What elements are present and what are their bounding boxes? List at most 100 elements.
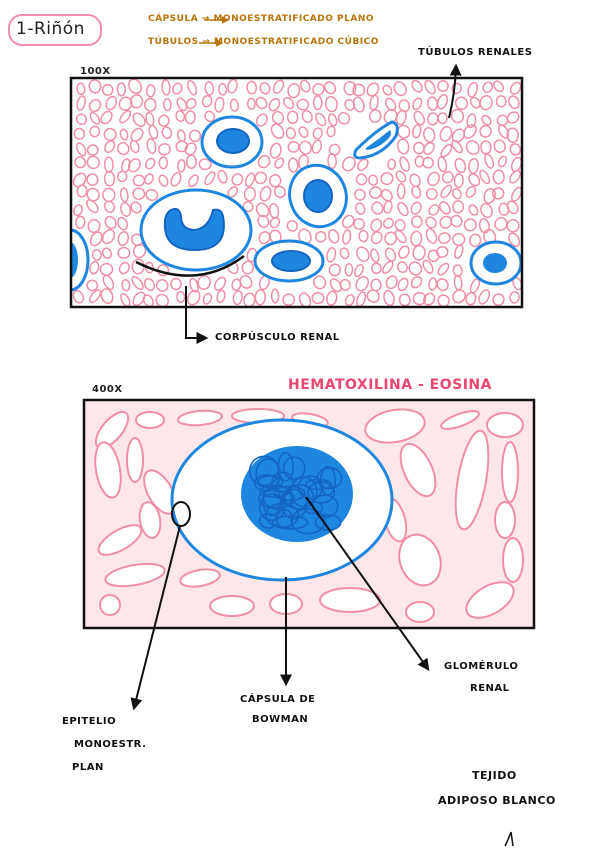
tubule: [408, 261, 423, 276]
tubule: [370, 218, 383, 232]
tubule: [341, 156, 356, 172]
tubule: [298, 126, 309, 139]
panel2-magnification: 400X: [92, 384, 123, 395]
tubule: [371, 201, 384, 215]
tubule: [158, 114, 170, 127]
tubule: [129, 140, 140, 154]
tubule: [86, 199, 99, 214]
tubules-label: TÚBULOS RENALES: [418, 47, 533, 58]
tubule: [311, 139, 323, 154]
tubule: [75, 142, 87, 157]
tubule: [385, 275, 398, 290]
tubule: [129, 94, 144, 109]
tubule: [451, 82, 463, 95]
tubule: [397, 138, 410, 155]
tubule: [198, 158, 212, 171]
tubule: [327, 229, 340, 244]
glomerulus-capillary-loop: [283, 483, 315, 510]
tubule: [382, 260, 394, 274]
tubule: [399, 156, 410, 173]
panel1-magnification: 100X: [80, 66, 111, 77]
tubule: [506, 111, 520, 124]
tubule: [437, 112, 448, 125]
tubule: [440, 410, 480, 430]
tubule: [94, 441, 122, 499]
tubule: [88, 79, 102, 94]
tubule: [312, 83, 325, 96]
tubule: [341, 214, 355, 229]
tubule: [422, 156, 435, 169]
tubule: [255, 202, 270, 218]
tubule: [424, 79, 436, 95]
tubule: [383, 108, 398, 124]
tubule: [465, 185, 477, 198]
tubule: [229, 98, 240, 112]
glomerulus-label-1: GLOMÉRULO: [444, 661, 519, 672]
tubule: [482, 81, 494, 94]
tubule: [454, 157, 467, 174]
tubule: [76, 184, 88, 198]
tubule: [436, 93, 449, 110]
tubule: [439, 201, 451, 215]
tubule: [323, 81, 337, 95]
tubule: [97, 524, 143, 556]
tubule: [214, 96, 225, 113]
tubule: [315, 112, 327, 127]
tubule: [157, 143, 171, 156]
tubule: [270, 123, 285, 139]
tubule: [383, 289, 395, 307]
tubule: [509, 143, 522, 156]
tubule: [412, 291, 427, 306]
tubule: [145, 111, 155, 127]
tubule: [405, 601, 435, 623]
next-title-1: TEJIDO: [472, 769, 517, 782]
tubule: [506, 200, 519, 215]
tubule: [436, 278, 449, 292]
tubule: [326, 247, 337, 263]
glomerulus-capillary-loop: [290, 508, 326, 535]
tubule: [155, 293, 169, 307]
tubule: [75, 215, 86, 230]
corpuscle-right-edge: [469, 240, 522, 286]
tubule: [104, 215, 117, 230]
glomerulus-capillary-loop: [319, 465, 337, 496]
tubule: [339, 247, 350, 260]
tubule: [116, 170, 128, 183]
tubule: [423, 127, 436, 143]
tubule: [397, 124, 411, 139]
capsule-label-1: CÁPSULA DE: [240, 694, 316, 705]
tubule: [481, 114, 492, 126]
tubule: [480, 140, 492, 155]
panel2-frame: [82, 398, 536, 630]
tubule: [274, 157, 285, 169]
tubule: [438, 232, 451, 245]
tubule: [216, 289, 226, 304]
tubule: [138, 501, 162, 539]
tubule: [120, 202, 132, 217]
tubule: [268, 98, 281, 112]
corpuscle-large: [139, 188, 253, 272]
tubule: [301, 109, 313, 124]
tubule: [243, 186, 257, 202]
tubule: [427, 171, 441, 187]
tubule: [423, 292, 436, 306]
tubule: [454, 429, 490, 531]
tubule: [204, 110, 216, 123]
tubule: [355, 275, 369, 292]
tubule: [117, 231, 129, 247]
tubule: [270, 288, 280, 304]
tubule: [356, 246, 370, 262]
tubule: [494, 501, 516, 539]
tubule: [103, 170, 116, 187]
tubule: [423, 141, 435, 155]
tubule: [339, 278, 351, 291]
tubule: [355, 173, 368, 186]
tubule: [127, 158, 141, 173]
tubule: [239, 274, 253, 289]
tubule: [269, 216, 281, 229]
tubule: [119, 187, 129, 203]
tubule: [104, 140, 116, 154]
tubule: [395, 109, 407, 126]
tubule: [370, 278, 382, 292]
tubule: [509, 291, 520, 304]
